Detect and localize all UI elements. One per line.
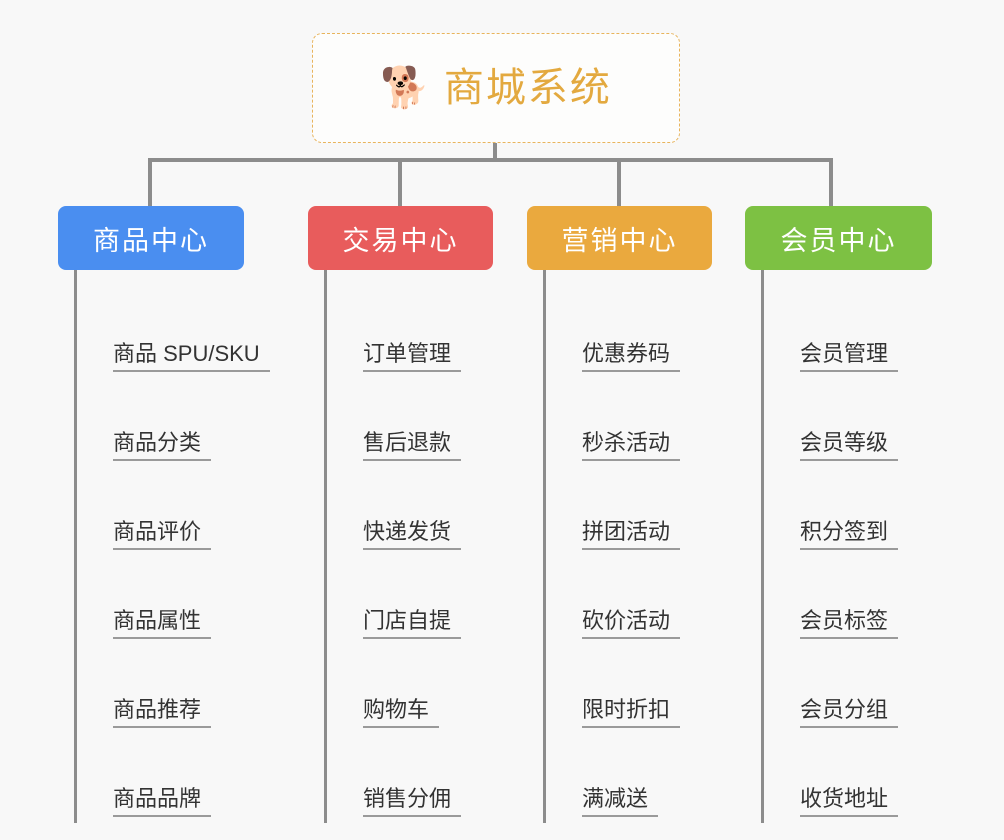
leaf-label: 拼团活动 [582, 519, 681, 550]
leaf-item[interactable]: 会员分组 [764, 645, 932, 734]
root-title: 商城系统 [443, 66, 612, 110]
leaf-label: 会员标签 [800, 608, 899, 639]
leaf-item[interactable]: 商品品牌 [77, 734, 270, 823]
leaf-item[interactable]: 商品分类 [77, 378, 270, 467]
leaf-label: 售后退款 [363, 430, 462, 461]
leaf-item[interactable]: 优惠券码 [546, 289, 712, 378]
connector-drop-trade-center [398, 158, 402, 208]
leaf-label: 商品推荐 [113, 697, 212, 728]
leaf-label: 砍价活动 [582, 608, 681, 639]
category-header-marketing-center[interactable]: 营销中心 [527, 206, 712, 270]
leaf-item[interactable]: 会员标签 [764, 556, 932, 645]
leaf-list-member-center: 会员管理 会员等级 积分签到 会员标签 会员分组 收货地址 [761, 270, 932, 823]
leaf-item[interactable]: 会员管理 [764, 289, 932, 378]
leaf-item[interactable]: 砍价活动 [546, 556, 712, 645]
root-node[interactable]: 🐕 商城系统 [312, 33, 680, 143]
leaf-item[interactable]: 商品推荐 [77, 645, 270, 734]
leaf-item[interactable]: 拼团活动 [546, 467, 712, 556]
leaf-item[interactable]: 售后退款 [327, 378, 493, 467]
leaf-item[interactable]: 快递发货 [327, 467, 493, 556]
branch-trade-center: 交易中心 订单管理 售后退款 快递发货 门店自提 购物车 销售分佣 [308, 206, 493, 823]
leaf-label: 收货地址 [800, 786, 899, 817]
leaf-label: 商品品牌 [113, 786, 212, 817]
category-header-member-center[interactable]: 会员中心 [745, 206, 932, 270]
leaf-label: 门店自提 [363, 608, 462, 639]
leaf-item[interactable]: 购物车 [327, 645, 493, 734]
branch-marketing-center: 营销中心 优惠券码 秒杀活动 拼团活动 砍价活动 限时折扣 满减送 [527, 206, 712, 823]
leaf-item[interactable]: 限时折扣 [546, 645, 712, 734]
leaf-item[interactable]: 销售分佣 [327, 734, 493, 823]
leaf-label: 快递发货 [363, 519, 462, 550]
leaf-label: 会员等级 [800, 430, 899, 461]
connector-drop-member-center [829, 158, 833, 208]
leaf-label: 销售分佣 [363, 786, 462, 817]
leaf-label: 秒杀活动 [582, 430, 681, 461]
leaf-list-product-center: 商品 SPU/SKU 商品分类 商品评价 商品属性 商品推荐 商品品牌 [74, 270, 270, 823]
leaf-list-trade-center: 订单管理 售后退款 快递发货 门店自提 购物车 销售分佣 [324, 270, 493, 823]
leaf-label: 订单管理 [363, 341, 462, 372]
leaf-item[interactable]: 商品属性 [77, 556, 270, 645]
leaf-item[interactable]: 秒杀活动 [546, 378, 712, 467]
leaf-item[interactable]: 订单管理 [327, 289, 493, 378]
leaf-item[interactable]: 商品评价 [77, 467, 270, 556]
leaf-label: 积分签到 [800, 519, 899, 550]
leaf-label: 优惠券码 [582, 341, 681, 372]
leaf-item[interactable]: 满减送 [546, 734, 712, 823]
leaf-label: 满减送 [582, 786, 659, 817]
leaf-label: 商品 SPU/SKU [113, 341, 270, 372]
connector-drop-marketing-center [617, 158, 621, 208]
leaf-item[interactable]: 收货地址 [764, 734, 932, 823]
leaf-label: 会员管理 [800, 341, 899, 372]
connector-drop-product-center [148, 158, 152, 208]
leaf-label: 商品属性 [113, 608, 212, 639]
branch-product-center: 商品中心 商品 SPU/SKU 商品分类 商品评价 商品属性 商品推荐 商品品牌 [58, 206, 270, 823]
leaf-list-marketing-center: 优惠券码 秒杀活动 拼团活动 砍价活动 限时折扣 满减送 [543, 270, 712, 823]
connector-stem [493, 143, 497, 162]
leaf-label: 商品分类 [113, 430, 212, 461]
category-header-product-center[interactable]: 商品中心 [58, 206, 244, 270]
leaf-item[interactable]: 积分签到 [764, 467, 932, 556]
leaf-label: 限时折扣 [582, 697, 681, 728]
leaf-label: 购物车 [363, 697, 440, 728]
shiba-dog-face-icon: 🐕 [380, 66, 430, 110]
leaf-label: 会员分组 [800, 697, 899, 728]
leaf-label: 商品评价 [113, 519, 212, 550]
leaf-item[interactable]: 门店自提 [327, 556, 493, 645]
leaf-item[interactable]: 商品 SPU/SKU [77, 289, 270, 378]
category-header-trade-center[interactable]: 交易中心 [308, 206, 493, 270]
leaf-item[interactable]: 会员等级 [764, 378, 932, 467]
branch-member-center: 会员中心 会员管理 会员等级 积分签到 会员标签 会员分组 收货地址 [745, 206, 932, 823]
connector-bus [148, 158, 833, 162]
